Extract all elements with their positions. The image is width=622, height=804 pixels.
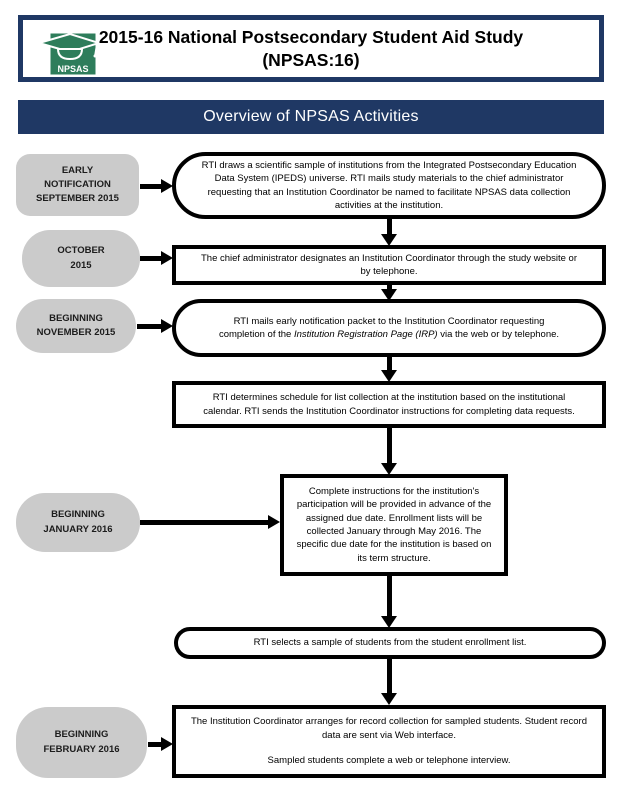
arrow-head — [381, 463, 397, 475]
flow-step-designate-coordinator: The chief administrator designates an In… — [172, 245, 606, 285]
label-line: BEGINNING — [51, 509, 105, 521]
label-line: EARLY — [61, 164, 94, 176]
step3-italic: Institution Registration Page (IRP) — [293, 329, 438, 340]
arrow-right-7 — [148, 737, 173, 751]
flow-step-text-para2: Sampled students complete a web or telep… — [267, 755, 511, 767]
arrow-right-1 — [140, 179, 173, 193]
timeline-label-september-2015: EARLY NOTIFICATION SEPTEMBER 2015 — [16, 154, 139, 216]
flow-step-text: RTI draws a scientific sample of institu… — [201, 159, 577, 211]
arrow-down-5 — [381, 575, 397, 628]
flow-step-text: RTI selects a sample of students from th… — [253, 637, 527, 649]
arrow-right-5 — [140, 515, 280, 529]
arrow-head — [381, 370, 397, 382]
flow-step-text: The chief administrator designates an In… — [201, 252, 577, 277]
timeline-label-january-2016: BEGINNING JANUARY 2016 — [16, 493, 140, 552]
arrow-shaft — [140, 183, 161, 189]
section-banner-title: Overview of NPSAS Activities — [203, 108, 419, 125]
npsas-logo: NPSAS — [35, 26, 103, 78]
page-title-line2: (NPSAS:16) — [262, 49, 360, 70]
arrow-shaft — [386, 427, 392, 463]
flow-step-text-para1: The Institution Coordinator arranges for… — [190, 716, 588, 741]
flow-step-list-collection-schedule: RTI determines schedule for list collect… — [172, 381, 606, 428]
arrow-head — [381, 289, 397, 301]
arrow-head — [381, 693, 397, 705]
arrow-right-3 — [137, 319, 173, 333]
flow-step-text: RTI mails early notification packet to t… — [210, 315, 568, 342]
page-title: 2015-16 National Postsecondary Student A… — [99, 26, 523, 72]
arrow-shaft — [140, 519, 268, 525]
label-line: 2015 — [70, 259, 92, 271]
page-title-line1: 2015-16 National Postsecondary Student A… — [98, 26, 524, 47]
arrow-head — [161, 251, 173, 265]
label-line: OCTOBER — [57, 245, 105, 257]
label-line: JANUARY 2016 — [43, 523, 113, 535]
step3-pre: RTI mails early notification packet to t… — [218, 315, 545, 340]
arrow-head — [161, 319, 173, 333]
flow-step-sample-institutions: RTI draws a scientific sample of institu… — [172, 152, 606, 219]
flow-step-text: RTI determines schedule for list collect… — [203, 392, 575, 417]
arrow-head — [381, 616, 397, 628]
arrow-head — [268, 515, 280, 529]
timeline-label-october-2015: OCTOBER 2015 — [22, 230, 140, 287]
flow-step-record-collection: The Institution Coordinator arranges for… — [172, 705, 606, 778]
arrow-head — [161, 737, 173, 751]
header: NPSAS 2015-16 National Postsecondary Stu… — [18, 15, 604, 82]
flow-step-text: Complete instructions for the institutio… — [296, 485, 492, 564]
label-line: NOTIFICATION — [44, 178, 111, 190]
arrow-down-4 — [381, 427, 397, 475]
arrow-down-1 — [381, 217, 397, 246]
flow-step-enrollment-lists: Complete instructions for the institutio… — [280, 474, 508, 576]
arrow-shaft — [386, 658, 392, 693]
arrow-shaft — [137, 323, 161, 329]
arrow-down-2 — [381, 284, 397, 301]
logo-text: NPSAS — [57, 64, 88, 74]
label-line: NOVEMBER 2015 — [36, 327, 116, 338]
flow-step-student-sample: RTI selects a sample of students from th… — [174, 627, 606, 659]
timeline-label-november-2015: BEGINNING NOVEMBER 2015 — [16, 299, 136, 353]
arrow-shaft — [386, 356, 392, 370]
arrow-down-6 — [381, 658, 397, 705]
arrow-right-2 — [140, 251, 173, 265]
arrow-shaft — [386, 284, 392, 289]
label-line: FEBRUARY 2016 — [43, 743, 120, 755]
graduation-cap-icon: NPSAS — [35, 32, 103, 76]
label-line: BEGINNING — [49, 312, 103, 324]
arrow-shaft — [386, 575, 392, 616]
arrow-shaft — [140, 255, 161, 261]
section-banner: Overview of NPSAS Activities — [18, 100, 604, 134]
flow-step-early-notification-packet: RTI mails early notification packet to t… — [172, 299, 606, 357]
arrow-shaft — [386, 217, 392, 234]
arrow-head — [381, 234, 397, 246]
label-line: SEPTEMBER 2015 — [36, 193, 119, 205]
arrow-shaft — [148, 741, 161, 747]
arrow-down-3 — [381, 356, 397, 382]
step3-post: via the web or by telephone. — [437, 329, 560, 340]
label-line: BEGINNING — [54, 729, 109, 741]
arrow-head — [161, 179, 173, 193]
timeline-label-february-2016: BEGINNING FEBRUARY 2016 — [16, 707, 147, 778]
